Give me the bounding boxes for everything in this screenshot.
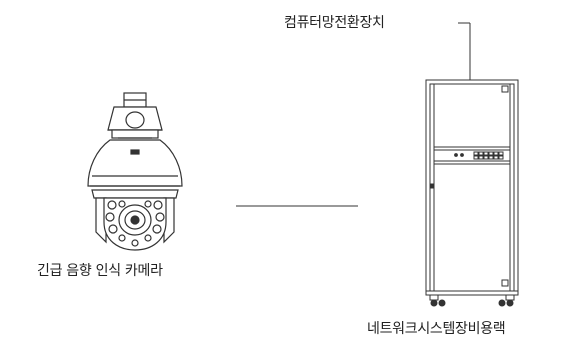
- rack-label: 네트워크시스템장비용랙: [367, 321, 506, 337]
- camera-label: 긴급 음향 인식 카메라: [37, 263, 163, 279]
- network-rack-cabinet-icon: [425, 79, 519, 307]
- ptz-dome-camera-icon: [87, 92, 183, 251]
- switch-label: 컴퓨터망전환장치: [284, 15, 385, 31]
